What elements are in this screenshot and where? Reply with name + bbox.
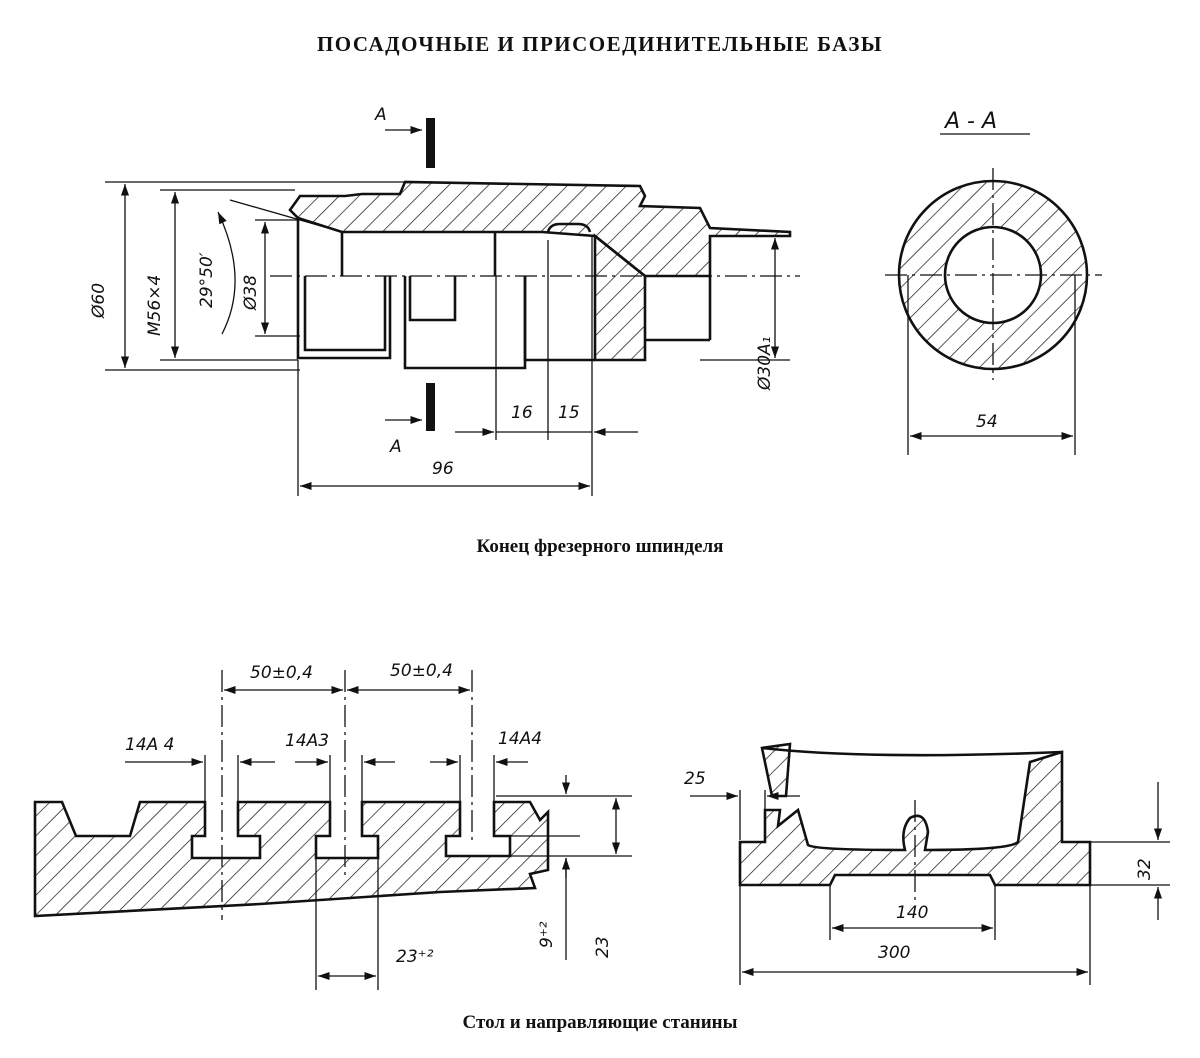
dim-l96: 96 <box>432 459 454 479</box>
dim-l15: 15 <box>558 403 580 423</box>
dim-g: 9⁺² <box>537 921 557 948</box>
page-title: ПОСАДОЧНЫЕ И ПРИСОЕДИНИТЕЛЬНЫЕ БАЗЫ <box>316 32 884 56</box>
caption-table: Стол и направляющие станины <box>462 1012 738 1033</box>
spindle-drawing: А А Ø60 M56×4 29°50′ Ø38 Ø30A₁ 16 1 <box>89 105 1102 496</box>
bed-wall-left <box>760 742 792 798</box>
section-letter-bottom: А <box>389 437 402 457</box>
dim-w23: 23⁺² <box>396 947 434 967</box>
dim-d32: 32 <box>1135 858 1155 880</box>
dim-pitch1: 50±0,4 <box>250 663 313 683</box>
dim-slot-mid: 14A3 <box>285 731 329 751</box>
dim-d140: 140 <box>896 903 928 923</box>
spindle-upper-wall <box>288 180 792 278</box>
section-marker-top <box>426 118 435 168</box>
table-drawing: 50±0,4 50±0,4 14A 4 14A3 14A4 9⁺² 23 23⁺… <box>33 661 1170 990</box>
dim-pitch2: 50±0,4 <box>390 661 453 681</box>
dim-angle: 29°50′ <box>197 252 217 308</box>
dim-slot-left: 14A 4 <box>125 735 174 755</box>
section-marker-bottom <box>426 383 435 431</box>
spindle-lower-wall <box>593 233 647 362</box>
dim-d300: 300 <box>878 943 910 963</box>
dim-d60: Ø60 <box>89 283 109 319</box>
caption-spindle: Конец фрезерного шпинделя <box>476 536 724 557</box>
dim-d54: 54 <box>976 412 998 432</box>
dim-d25: 25 <box>684 769 706 789</box>
dim-thread: M56×4 <box>145 275 165 336</box>
dim-slot-right: 14A4 <box>498 729 542 749</box>
section-letter-top: А <box>374 105 387 125</box>
dim-l16: 16 <box>511 403 533 423</box>
dim-h23: 23 <box>593 936 613 958</box>
dim-d38: Ø38 <box>241 275 261 311</box>
section-title: А - А <box>943 109 997 134</box>
dim-d30: Ø30A₁ <box>755 337 775 391</box>
table-body <box>33 800 550 918</box>
